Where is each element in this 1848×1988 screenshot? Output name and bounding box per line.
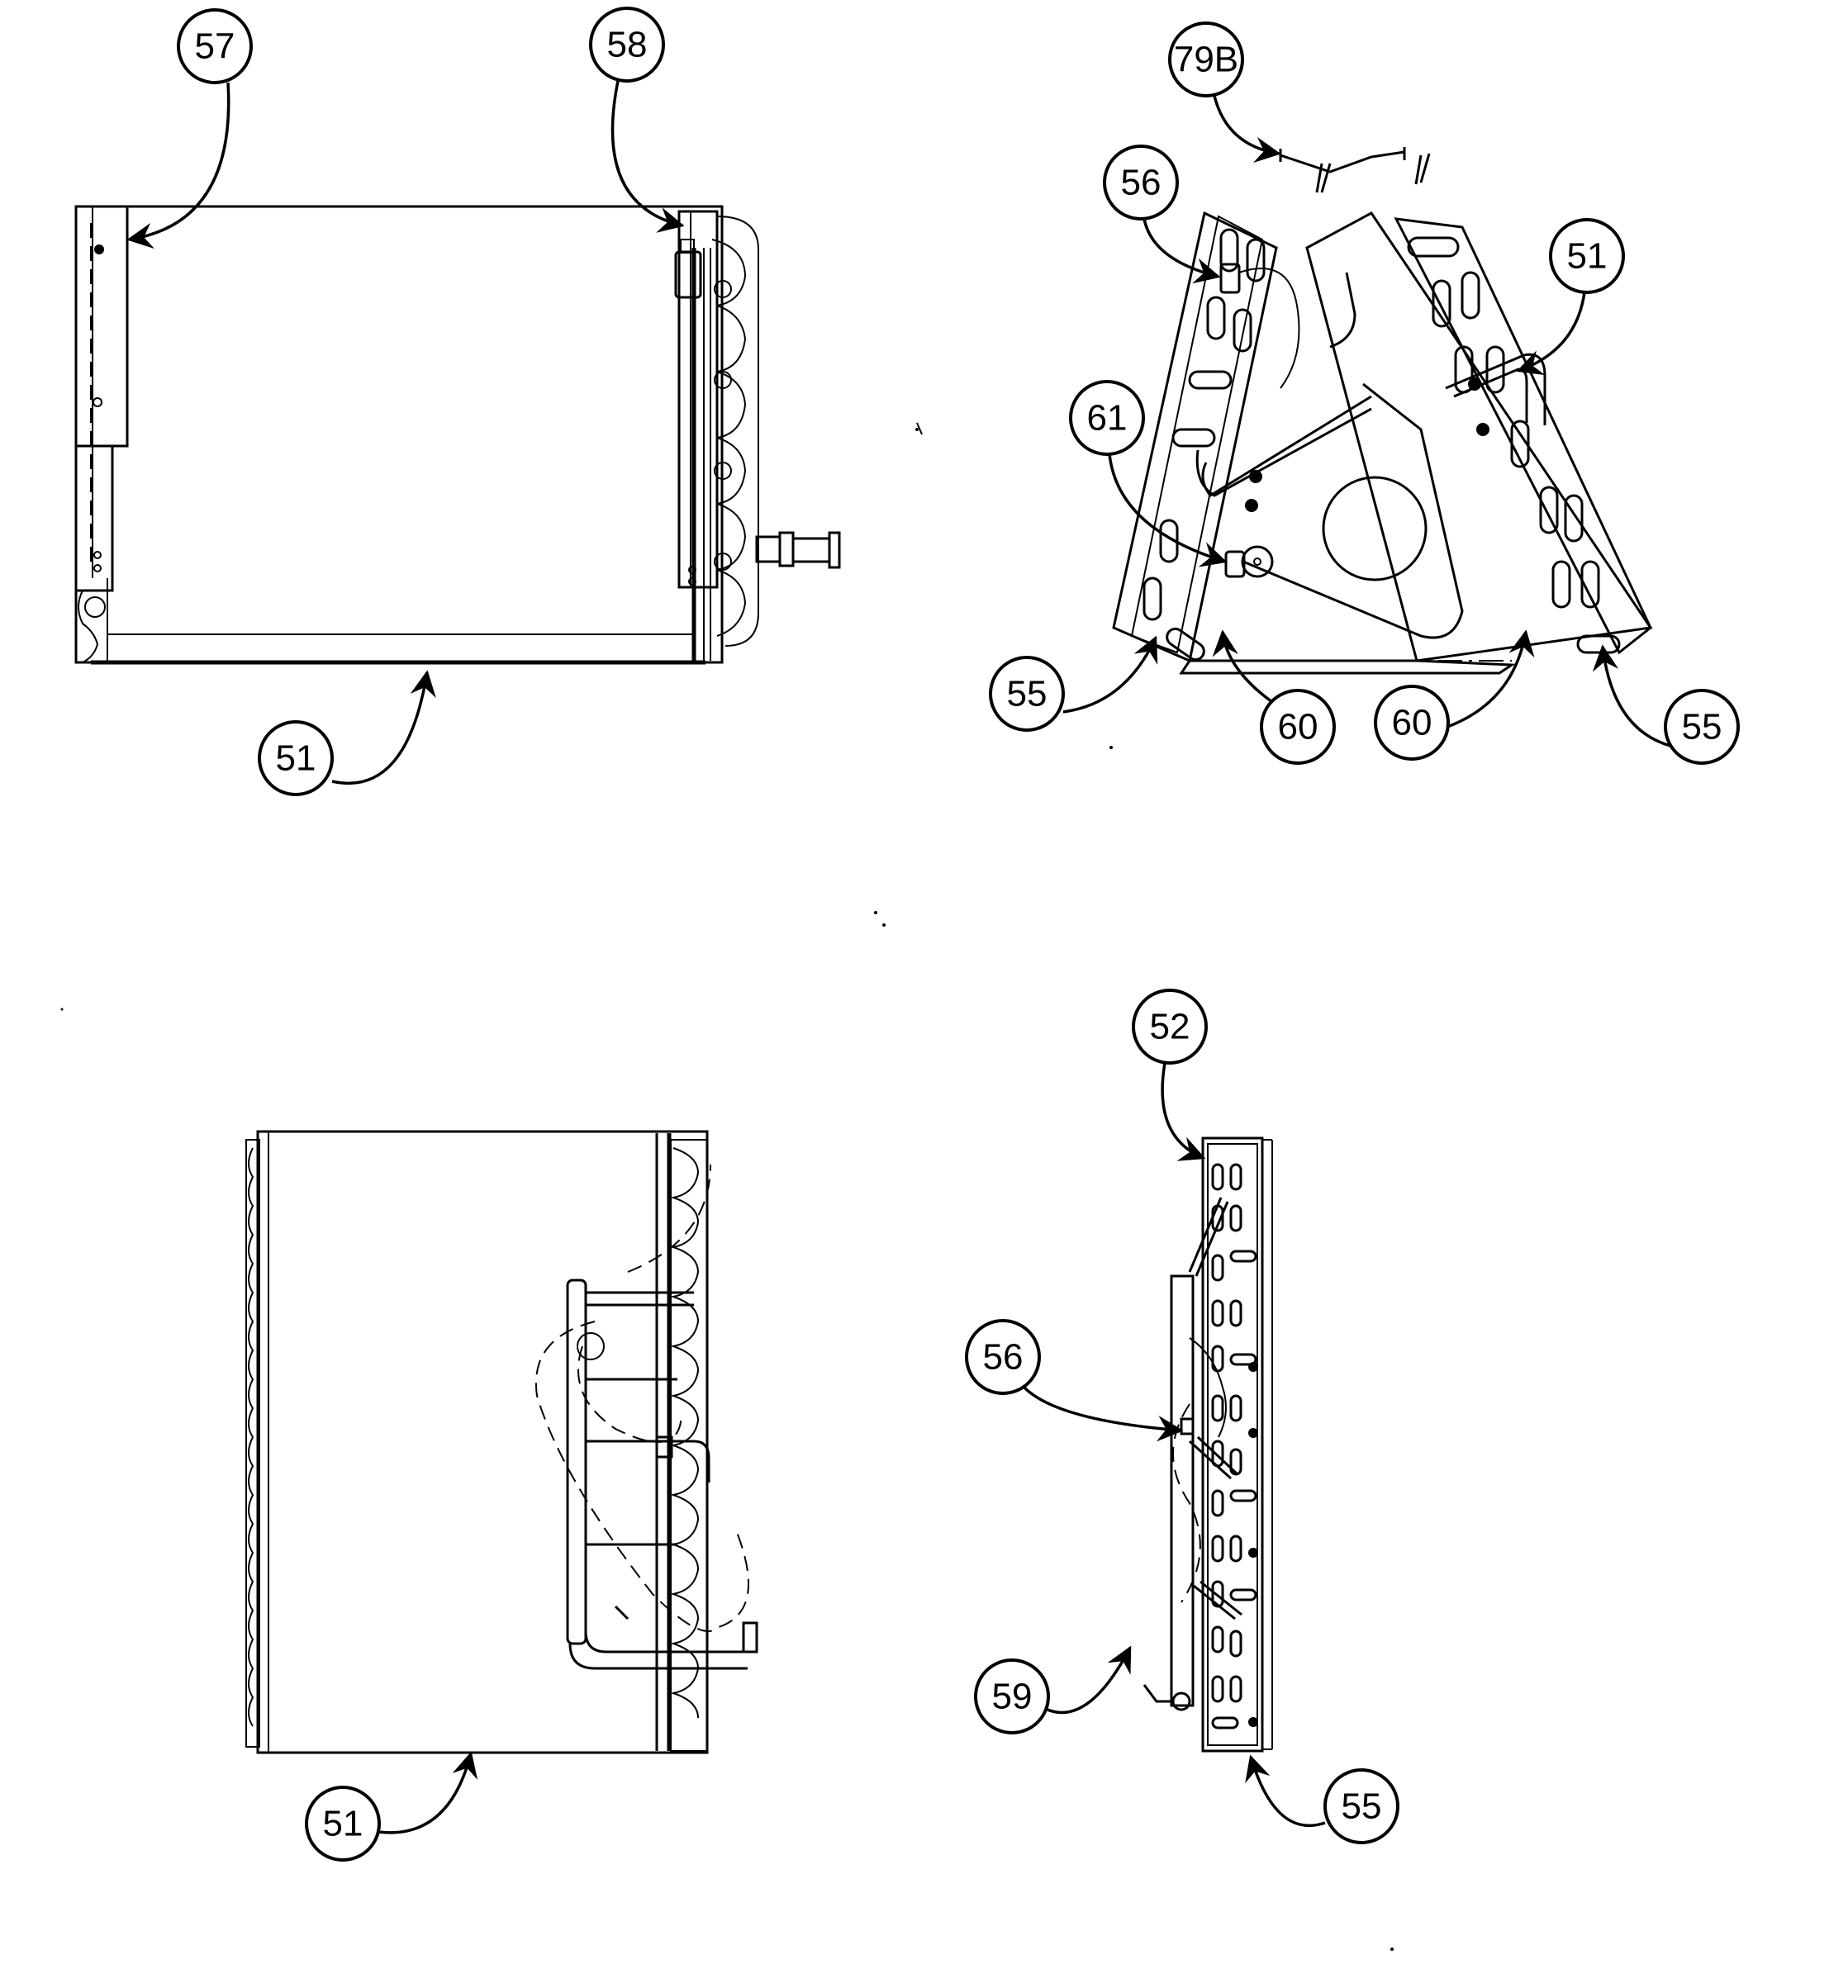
callout-55-slab[interactable]: 55 xyxy=(1245,1754,1399,1844)
callout-51-side[interactable]: 51 xyxy=(305,1751,478,1862)
callout-57[interactable]: 57 xyxy=(126,8,253,249)
callout-57-label: 57 xyxy=(195,26,235,67)
callout-55-slab-label: 55 xyxy=(1342,1786,1382,1827)
a-coil-top-view-drawing xyxy=(1112,147,1653,675)
callout-52[interactable]: 52 xyxy=(1132,989,1208,1161)
callout-59-label: 59 xyxy=(992,1677,1033,1717)
callout-58[interactable]: 58 xyxy=(589,7,685,233)
callout-60-left[interactable]: 60 xyxy=(1212,629,1336,765)
callout-52-label: 52 xyxy=(1150,1007,1190,1047)
callout-59[interactable]: 59 xyxy=(974,1645,1132,1734)
side-view-drawing xyxy=(245,1130,758,1754)
callout-79b-label: 79B xyxy=(1174,40,1238,80)
callout-51-front[interactable]: 51 xyxy=(258,670,436,796)
callout-51-side-label: 51 xyxy=(323,1804,363,1844)
callout-61-label: 61 xyxy=(1087,398,1128,439)
callout-55-top-right[interactable]: 55 xyxy=(1592,644,1740,765)
callout-60-right-label: 60 xyxy=(1392,703,1432,743)
callout-60-right[interactable]: 60 xyxy=(1374,629,1535,761)
callout-56-slab-label: 56 xyxy=(983,1337,1024,1378)
callout-55-top-left-label: 55 xyxy=(1007,674,1048,714)
callout-55-top-right-label: 55 xyxy=(1682,707,1722,747)
callout-51-top-label: 51 xyxy=(1567,236,1608,277)
callout-61[interactable]: 61 xyxy=(1069,380,1228,567)
callout-56-slab[interactable]: 56 xyxy=(965,1319,1184,1442)
callout-51-top[interactable]: 51 xyxy=(1516,218,1625,376)
callout-55-top-left[interactable]: 55 xyxy=(989,635,1158,732)
scan-noise xyxy=(60,422,1394,1951)
callout-56-top[interactable]: 56 xyxy=(1103,145,1221,284)
front-view-drawing xyxy=(74,205,841,665)
callout-79b[interactable]: 79B xyxy=(1168,21,1281,164)
callout-51-front-label: 51 xyxy=(276,738,316,779)
callout-58-label: 58 xyxy=(607,25,648,65)
slab-end-view-drawing xyxy=(1143,1136,1273,1753)
callout-56-top-label: 56 xyxy=(1121,163,1162,203)
callout-60-left-label: 60 xyxy=(1278,707,1318,747)
